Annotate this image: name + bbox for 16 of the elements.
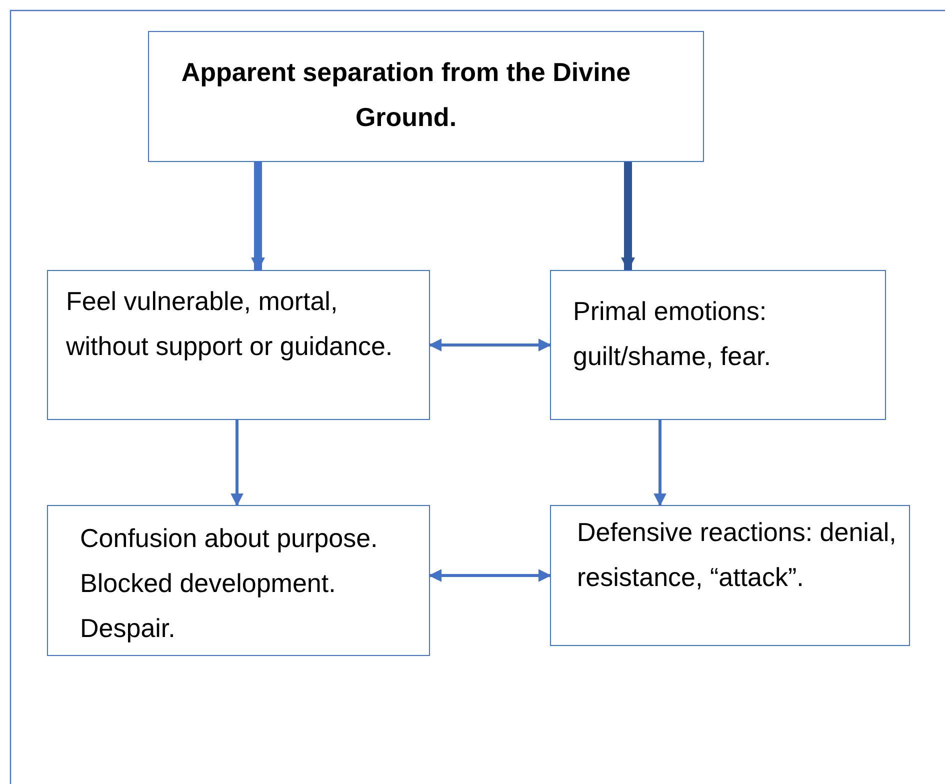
arrow [654, 420, 666, 506]
arrow [428, 569, 552, 582]
box-text: Feel vulnerable, mortal, without support or guidance. [66, 285, 394, 363]
box-text: Primal emotions: guilt/shame, fear. [573, 295, 772, 373]
process-box [47, 505, 430, 656]
arrow [428, 338, 552, 352]
process-box [47, 270, 430, 420]
box-text: Defensive reactions: denial, resistance, “attack”. [577, 516, 898, 594]
box-text: Confusion about purpose. Blocked development. Despair. [80, 522, 379, 645]
box-text: Apparent separation from the Divine Ground. [180, 56, 632, 134]
arrow [251, 162, 265, 272]
arrow [230, 420, 244, 506]
arrow [621, 162, 635, 272]
process-box [550, 505, 910, 646]
process-box [148, 31, 704, 162]
process-box [550, 270, 886, 420]
